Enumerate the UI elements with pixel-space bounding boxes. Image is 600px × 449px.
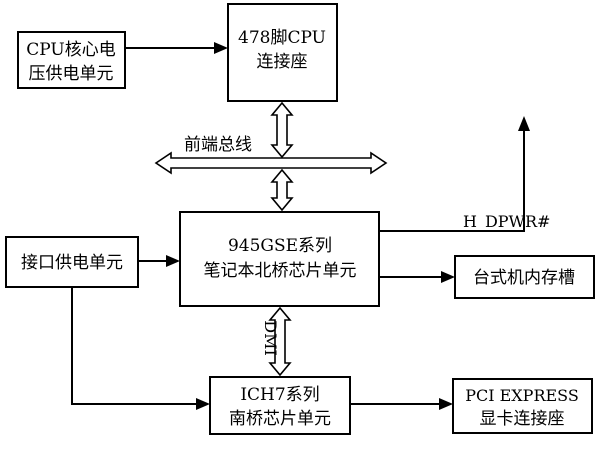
bus-northbridge-link-arrow xyxy=(270,168,294,212)
interface-power-to-northbridge-arrow xyxy=(138,255,180,267)
dmi-label: DMI xyxy=(261,320,280,356)
cpu-socket-box: 478脚CPU 连接座 xyxy=(227,3,338,102)
south-bridge-label-1: ICH7系列 xyxy=(240,385,319,405)
cpu-socket-label-2: 连接座 xyxy=(257,52,308,72)
south-bridge-label-2: 南桥芯片单元 xyxy=(229,409,331,429)
south-bridge-box: ICH7系列 南桥芯片单元 xyxy=(209,376,351,435)
pci-express-label-2: 显卡连接座 xyxy=(480,409,565,429)
cpu-power-to-socket-arrow xyxy=(125,42,228,54)
north-bridge-box: 945GSE系列 笔记本北桥芯片单元 xyxy=(179,211,380,307)
pci-express-box: PCI EXPRESS 显卡连接座 xyxy=(452,378,593,434)
interface-power-to-southbridge-arrow xyxy=(71,287,210,410)
northbridge-to-memory-arrow xyxy=(379,271,455,283)
desktop-memory-box: 台式机内存槽 xyxy=(454,255,595,299)
cpu-power-label-1: CPU核心电 xyxy=(26,40,115,60)
north-bridge-label-1: 945GSE系列 xyxy=(228,236,332,256)
cpu-power-label-2: 压供电单元 xyxy=(29,64,114,84)
h-dpwr-label: H_DPWR# xyxy=(463,212,550,231)
southbridge-to-pci-express-arrow xyxy=(350,398,453,410)
front-side-bus-label: 前端总线 xyxy=(184,135,252,155)
interface-power-label: 接口供电单元 xyxy=(21,253,123,273)
interface-power-box: 接口供电单元 xyxy=(5,236,139,288)
cpu-socket-label-1: 478脚CPU xyxy=(238,28,326,48)
cpu-power-box: CPU核心电 压供电单元 xyxy=(17,31,126,89)
cpu-bus-link-arrow xyxy=(270,101,294,159)
desktop-memory-label: 台式机内存槽 xyxy=(473,268,575,288)
dmi-link-arrow xyxy=(268,306,292,377)
north-bridge-label-2: 笔记本北桥芯片单元 xyxy=(204,261,357,281)
h-dpwr-signal-arrow xyxy=(379,116,530,232)
pci-express-label-1: PCI EXPRESS xyxy=(465,386,579,405)
front-side-bus-arrow xyxy=(154,151,388,175)
